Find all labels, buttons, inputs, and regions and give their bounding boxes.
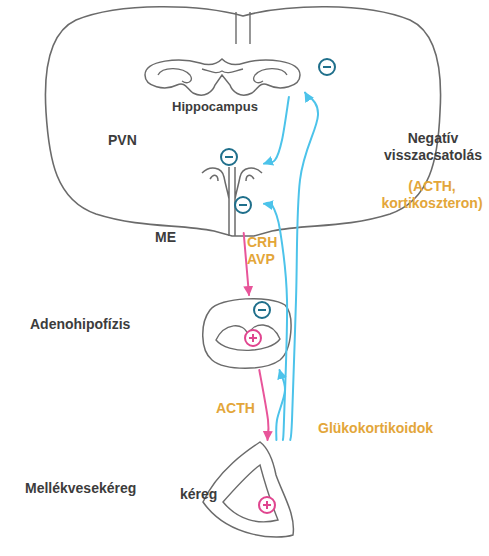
note-label: Negatív visszacsatolás [378,130,488,164]
organ-label: Adenohipofízis [30,316,130,333]
region-label: ME [155,229,176,246]
hormone-label: ACTH [216,400,255,417]
brain-outline [45,7,440,236]
feedback-arrow [276,370,285,440]
hypothalamus-shape: PVNME [200,163,264,233]
organ-label: Mellékvesekéreg [25,480,136,497]
region-label: kéreg [180,486,217,503]
hormone-label: CRH AVP [247,234,287,268]
feedback-arrow [264,97,289,164]
midline-fissure [236,12,250,44]
hippocampus-shape: Hippocampus [140,55,305,97]
region-label: Hippocampus [165,98,265,115]
adrenal-shape: Mellékvesekéregkéreg [198,440,298,540]
hormone-label: Glükokortikoidok [318,420,433,437]
region-label: PVN [108,132,137,149]
feedback-arrow [290,93,318,440]
hippocampus-shape-outline [140,55,305,97]
stimulation-arrow [259,370,268,440]
hypothalamus-shape-outline [200,163,264,233]
hormone-label: (ACTH, kortikoszteron) [376,178,488,212]
